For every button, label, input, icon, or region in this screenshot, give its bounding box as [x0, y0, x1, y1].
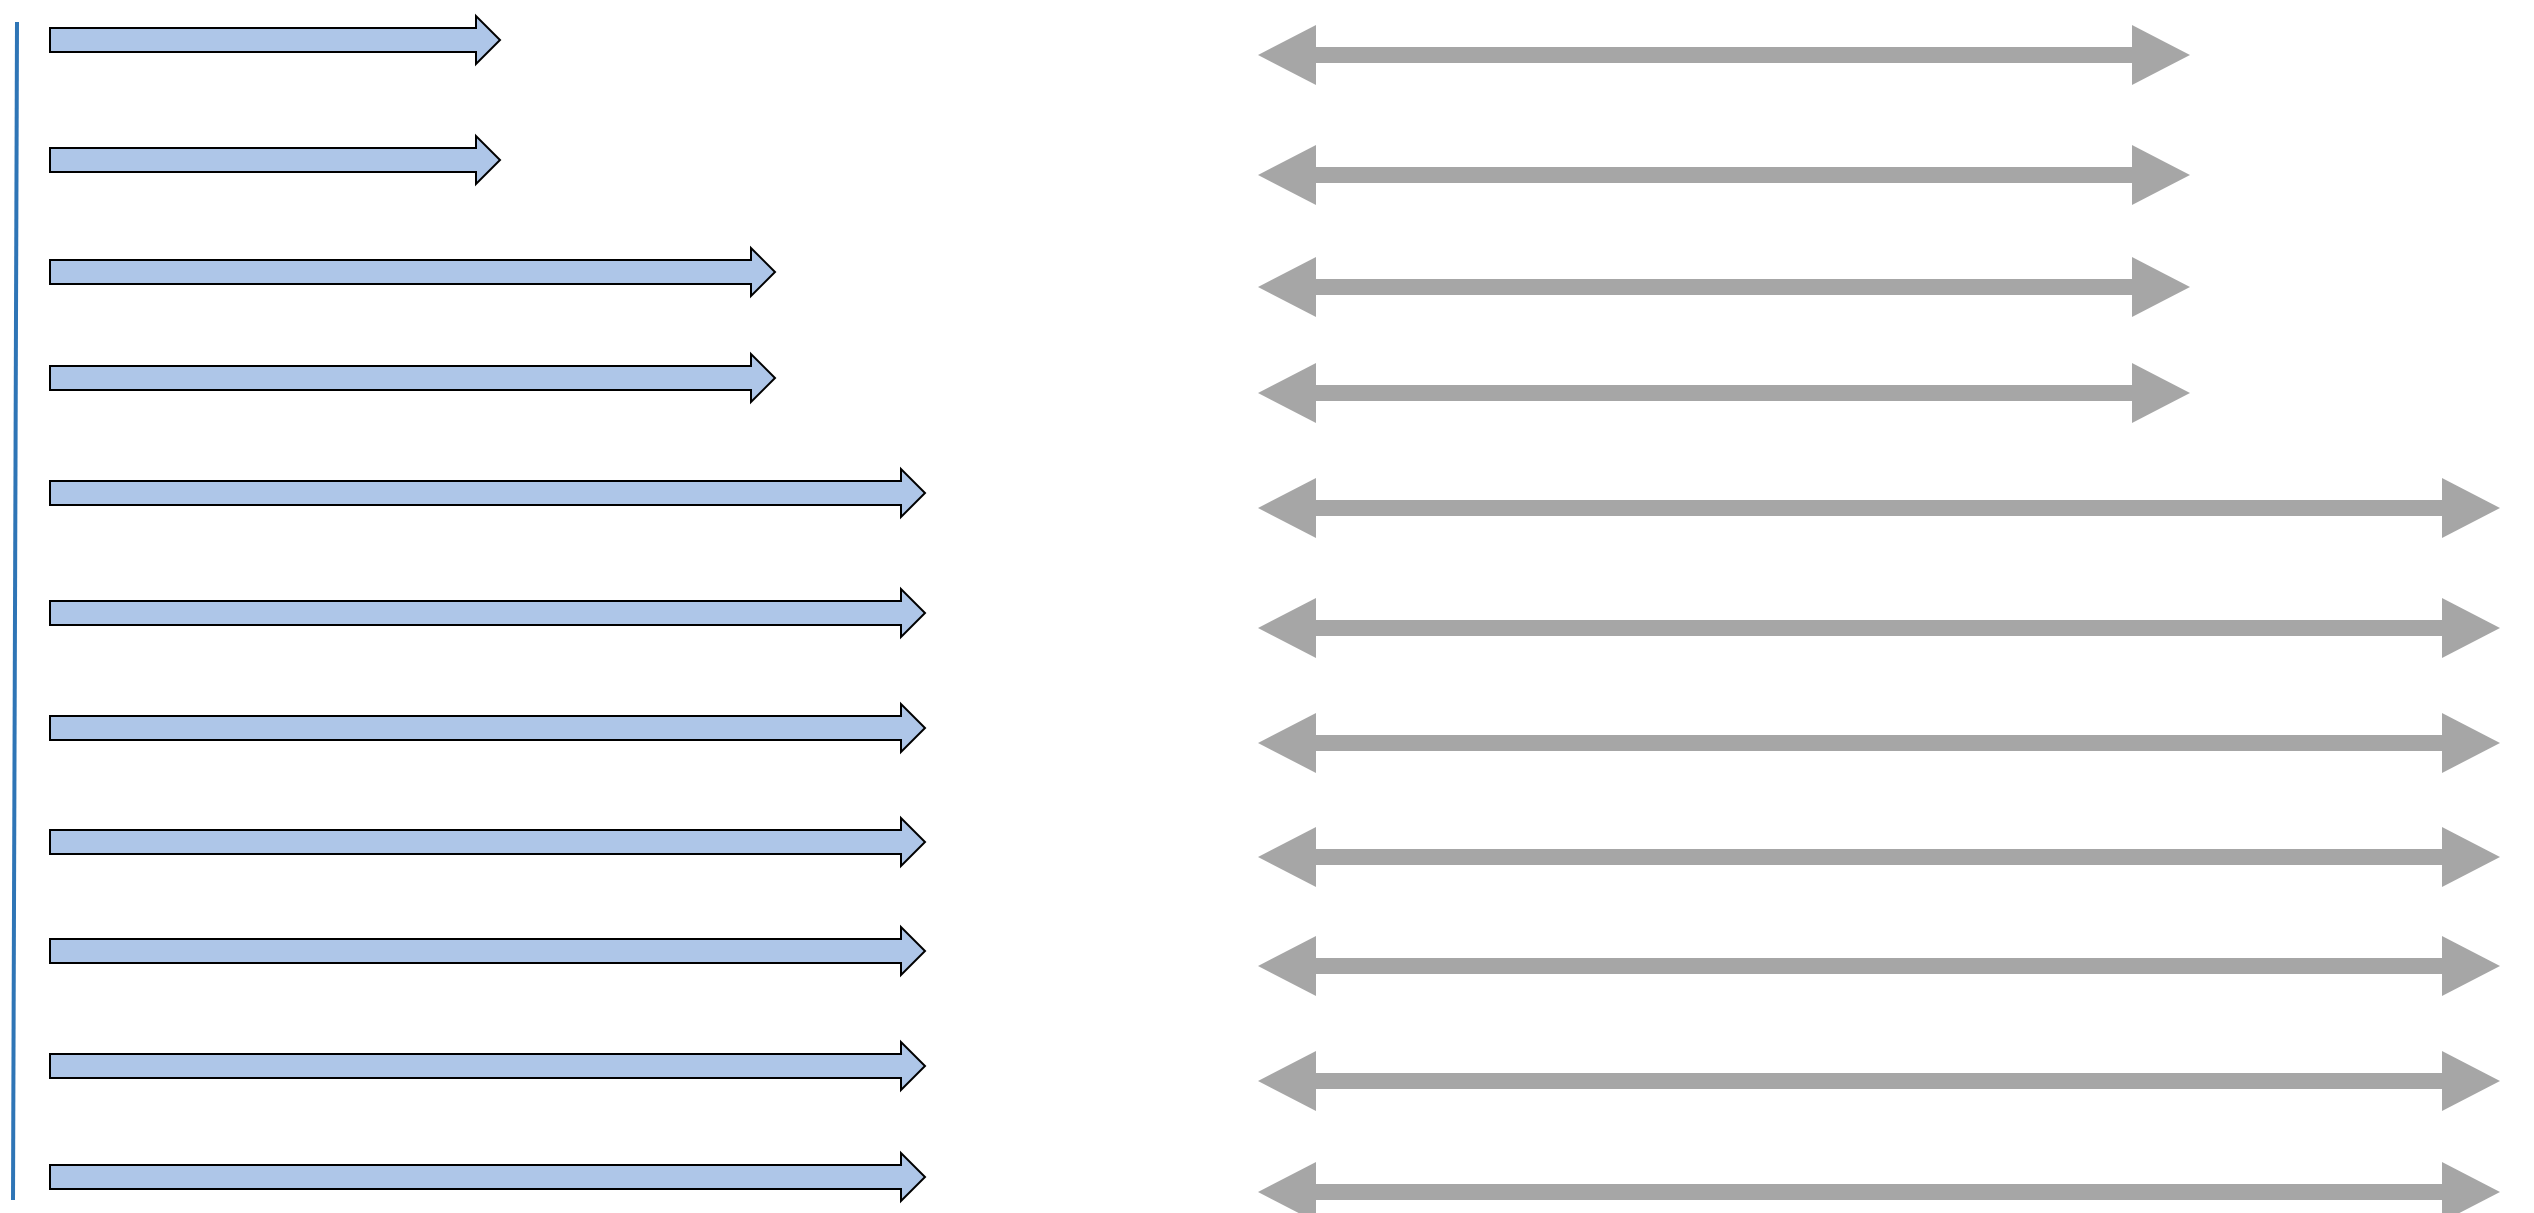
double-arrow-7 — [1258, 713, 2500, 773]
double-arrow-3 — [1258, 257, 2190, 317]
left-arrow-9 — [49, 924, 927, 978]
left-arrow-10 — [49, 1039, 927, 1093]
double-arrow-2 — [1258, 145, 2190, 205]
double-arrow-10 — [1258, 1051, 2500, 1111]
double-arrow-11 — [1258, 1162, 2500, 1213]
left-arrow-7 — [49, 701, 927, 755]
left-arrow-3 — [49, 245, 777, 299]
left-arrow-1 — [49, 13, 502, 67]
left-arrow-11 — [49, 1150, 927, 1204]
right-arrow-column — [1258, 25, 2500, 1213]
double-arrow-8 — [1258, 827, 2500, 887]
double-arrow-5 — [1258, 478, 2500, 538]
double-arrow-1 — [1258, 25, 2190, 85]
left-arrow-column — [49, 13, 927, 1204]
left-arrow-8 — [49, 815, 927, 869]
left-arrow-4 — [49, 351, 777, 405]
double-arrow-4 — [1258, 363, 2190, 423]
left-arrow-5 — [49, 466, 927, 520]
left-arrow-6 — [49, 586, 927, 640]
left-arrow-2 — [49, 133, 502, 187]
vertical-axis-line — [11, 21, 19, 1201]
double-arrow-6 — [1258, 598, 2500, 658]
double-arrow-9 — [1258, 936, 2500, 996]
